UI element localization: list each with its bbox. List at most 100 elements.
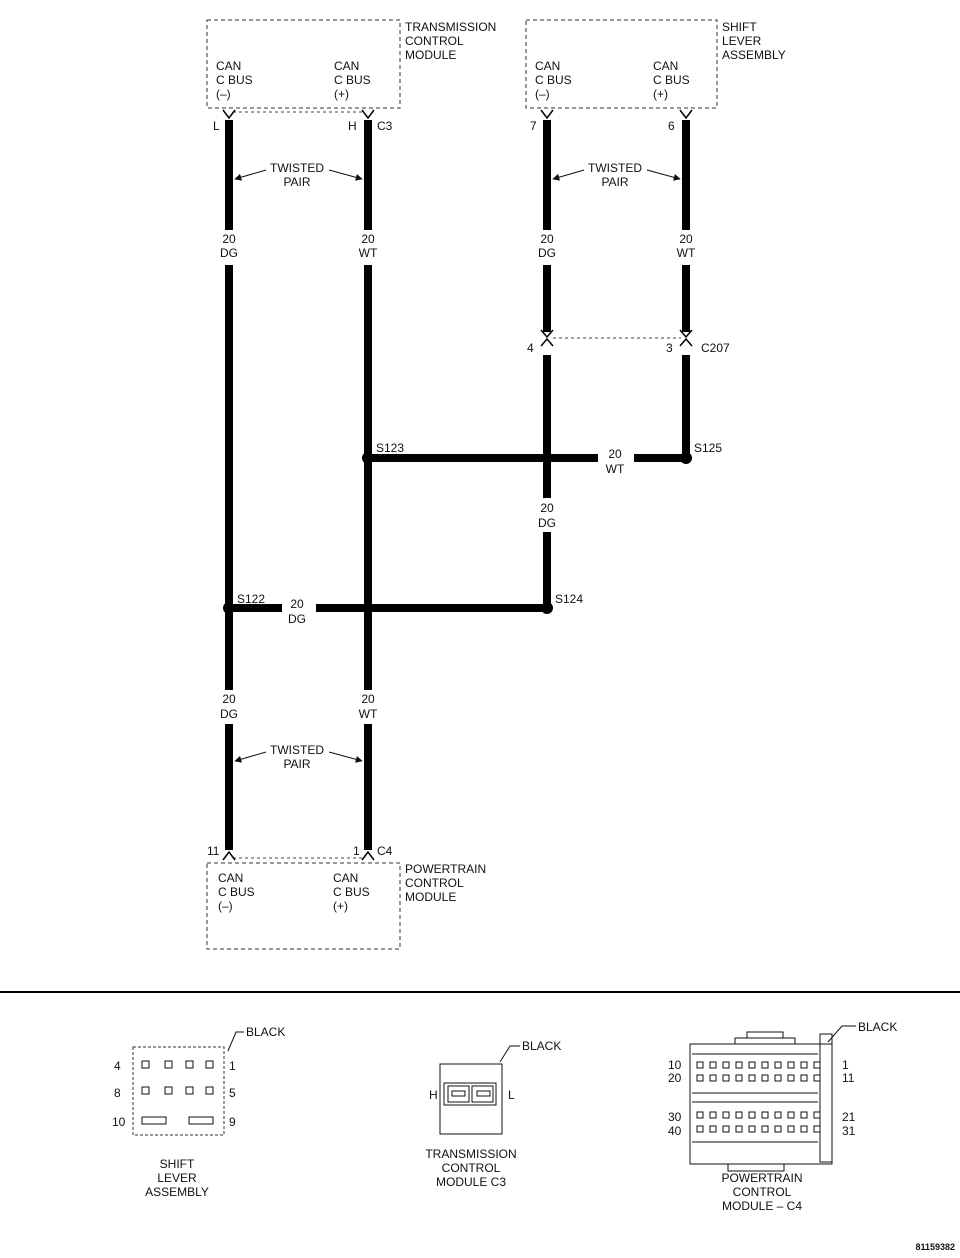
connector-caption-line1: TRANSMISSION bbox=[425, 1147, 516, 1161]
pin-cavity bbox=[774, 1111, 782, 1119]
pin-cavity bbox=[164, 1060, 173, 1069]
pin-cavity bbox=[696, 1061, 704, 1069]
wire-gauge-label: 20 bbox=[608, 447, 622, 461]
pin-number: 8 bbox=[114, 1086, 121, 1100]
pin-cavity bbox=[709, 1125, 717, 1133]
pin-number: 11 bbox=[842, 1071, 855, 1085]
pin-cavity bbox=[164, 1086, 173, 1095]
connector-color-label: BLACK bbox=[858, 1020, 897, 1034]
tcm-left-pin-line2: C BUS bbox=[216, 73, 253, 87]
wire-color-label: WT bbox=[606, 462, 625, 476]
twisted-pair-label-line2: PAIR bbox=[601, 175, 628, 189]
pin-number: 4 bbox=[114, 1059, 121, 1073]
connector-color-label: BLACK bbox=[522, 1039, 561, 1053]
connector-caption-line2: LEVER bbox=[157, 1171, 197, 1185]
pin-cavity bbox=[735, 1125, 743, 1133]
wire-gauge-label: 20 bbox=[540, 232, 554, 246]
pin-label-sla-6: 6 bbox=[668, 119, 675, 133]
wire-gauge-label: 20 bbox=[222, 232, 236, 246]
c207-4-male-icon bbox=[540, 329, 554, 339]
wires bbox=[225, 120, 690, 850]
wire-color-label: WT bbox=[677, 246, 696, 260]
pin-cavity bbox=[774, 1125, 782, 1133]
tcm-name-line1: TRANSMISSION bbox=[405, 20, 496, 34]
pin-label-pcm-1: 1 bbox=[353, 844, 360, 858]
pin-cavity bbox=[735, 1061, 743, 1069]
splice-s122-dot bbox=[223, 602, 235, 614]
pin-cavity bbox=[787, 1061, 795, 1069]
pcm-left-pin-line1: CAN bbox=[218, 871, 243, 885]
wire-color-label: DG bbox=[538, 516, 556, 530]
arrow-icon bbox=[234, 169, 267, 181]
tcm-module-box: TRANSMISSION CONTROL MODULE CAN C BUS (–… bbox=[206, 19, 496, 109]
pin-number: 21 bbox=[842, 1110, 856, 1124]
arrow-icon bbox=[328, 751, 363, 763]
pin-number: 30 bbox=[668, 1110, 682, 1124]
connector-caption-line3: ASSEMBLY bbox=[145, 1185, 209, 1199]
pin-cavity bbox=[774, 1061, 782, 1069]
splice-label-s123: S123 bbox=[376, 441, 404, 455]
twisted-pair-label-line2: PAIR bbox=[283, 175, 310, 189]
pin-number: 9 bbox=[229, 1115, 236, 1129]
twisted-pair-label-line1: TWISTED bbox=[588, 161, 642, 175]
pcm-right-pin-line3: (+) bbox=[333, 899, 348, 913]
pin-label-c207-4: 4 bbox=[527, 341, 534, 355]
pin-cavity bbox=[787, 1111, 795, 1119]
wire-gauge-label: 20 bbox=[361, 692, 375, 706]
pcm-right-pin-line1: CAN bbox=[333, 871, 358, 885]
splice-label-s122: S122 bbox=[237, 592, 265, 606]
connector-caption-line3: MODULE C3 bbox=[436, 1175, 506, 1189]
tcm-l-terminal-icon bbox=[222, 109, 236, 120]
wire-color-label: DG bbox=[220, 707, 238, 721]
pin-cavity bbox=[735, 1074, 743, 1082]
splice-s124-dot bbox=[541, 602, 553, 614]
wire-color-label: DG bbox=[220, 246, 238, 260]
pin-number: 40 bbox=[668, 1124, 682, 1138]
pin-cavity bbox=[787, 1074, 795, 1082]
pin-cavity bbox=[774, 1074, 782, 1082]
pin-cavity bbox=[141, 1116, 167, 1125]
splice-label-s125: S125 bbox=[694, 441, 722, 455]
c207-3-male-icon bbox=[679, 329, 693, 339]
connector-side-lock bbox=[819, 1033, 833, 1163]
connector-label-c207: C207 bbox=[701, 341, 730, 355]
pin-cavity bbox=[761, 1125, 769, 1133]
terminal-chevrons bbox=[222, 109, 693, 861]
wire-color-label: WT bbox=[359, 246, 378, 260]
twisted-pair-annotation-sla: TWISTED PAIR bbox=[552, 161, 681, 189]
wire-gauge-label: 20 bbox=[540, 501, 554, 515]
sla-right-pin-line3: (+) bbox=[653, 87, 668, 101]
pin-cavity bbox=[709, 1111, 717, 1119]
pin-cavity bbox=[447, 1085, 470, 1103]
wire-gauge-label: 20 bbox=[222, 692, 236, 706]
arrow-icon bbox=[328, 169, 363, 181]
pin-cavity bbox=[185, 1086, 194, 1095]
pin-cavity bbox=[471, 1085, 494, 1103]
sla-6-terminal-icon bbox=[679, 109, 693, 120]
pin-cavity bbox=[813, 1061, 821, 1069]
wire-gauge-label: 20 bbox=[290, 597, 304, 611]
sla-module-box: SHIFT LEVER ASSEMBLY CAN C BUS (–) CAN C… bbox=[525, 19, 786, 109]
tcm-left-pin-line3: (–) bbox=[216, 87, 231, 101]
connector-latch-top bbox=[734, 1037, 796, 1045]
tcm-left-pin-line1: CAN bbox=[216, 59, 241, 73]
twisted-pair-label-line2: PAIR bbox=[283, 757, 310, 771]
pin-cavity bbox=[813, 1125, 821, 1133]
pin-cavity bbox=[748, 1061, 756, 1069]
connector-caption-line1: SHIFT bbox=[160, 1157, 195, 1171]
connector-socket bbox=[443, 1082, 497, 1106]
pin-label-sla-7: 7 bbox=[530, 119, 537, 133]
connector-latch-top bbox=[746, 1031, 784, 1039]
pin-cavity bbox=[722, 1074, 730, 1082]
pin-label-tcm-l: L bbox=[213, 119, 220, 133]
splice-s125-dot bbox=[680, 452, 692, 464]
pin-cavity bbox=[709, 1061, 717, 1069]
tcm-right-pin-line2: C BUS bbox=[334, 73, 371, 87]
pcm-name-line1: POWERTRAIN bbox=[405, 862, 486, 876]
wire-color-label: DG bbox=[538, 246, 556, 260]
wire-color-label: WT bbox=[359, 707, 378, 721]
sla-7-terminal-icon bbox=[540, 109, 554, 120]
pin-number: 20 bbox=[668, 1071, 682, 1085]
splice-s123-dot bbox=[362, 452, 374, 464]
connector-color-label: BLACK bbox=[246, 1025, 285, 1039]
